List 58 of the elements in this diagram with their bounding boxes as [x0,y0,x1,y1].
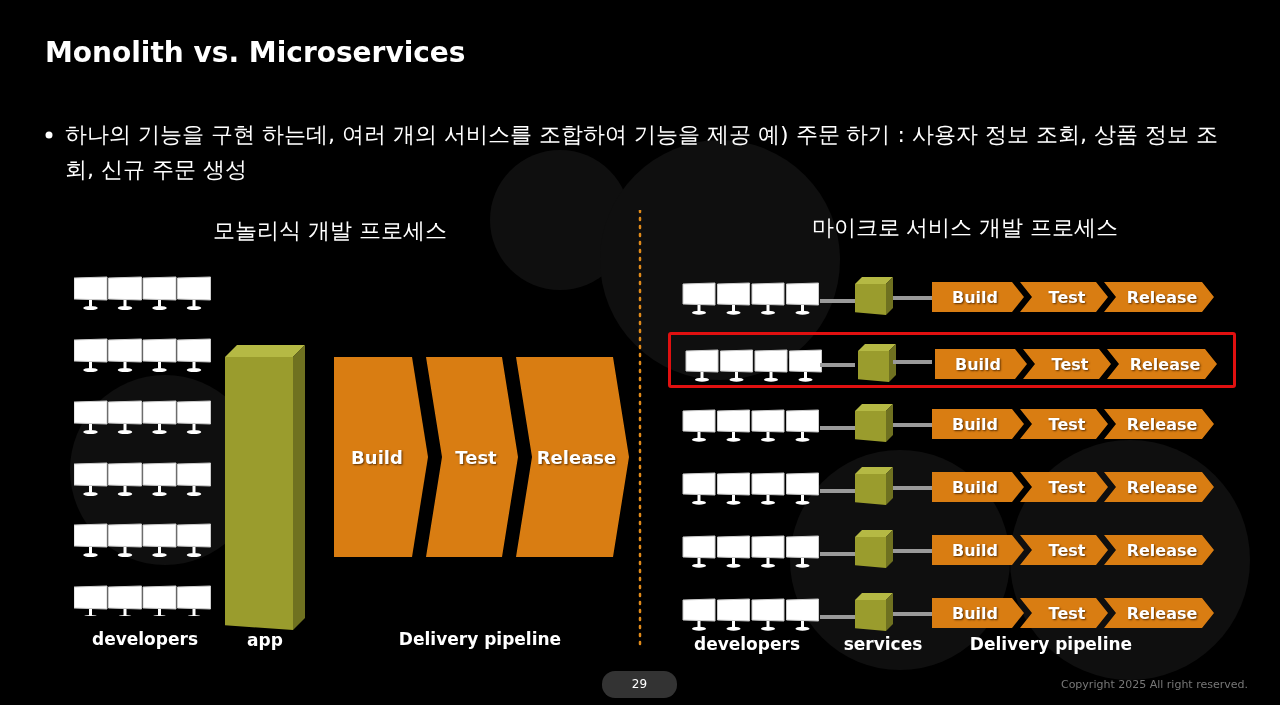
pipeline-stage: Release [1104,598,1214,628]
pipeline-stage: Test [1023,349,1111,379]
connector-line [820,363,855,367]
axis-caption: Delivery pipeline [397,629,563,649]
service-cube [855,277,893,315]
highlight-frame [668,332,1236,388]
bullet-text: 하나의 기능을 구현 하는데, 여러 개의 서비스를 조합하여 기능을 제공 예) 주문 하기 : 사용자 정보 조회, 상품 정보 조회, 신규 주문 생성 [65,121,1219,184]
pipeline-stage: Release [1104,535,1214,565]
axis-caption: app [246,630,284,650]
axis-caption: services [842,634,924,654]
pipeline-stage: Test [426,357,518,557]
connector-line [893,423,932,427]
monitors-icon [683,597,820,633]
pipeline-stage: Build [935,349,1027,379]
pipeline-stage: Build [932,282,1024,312]
service-cube [858,344,896,382]
section-heading: 모놀리식 개발 프로세스 [212,217,448,245]
pipeline-stage: Test [1020,282,1108,312]
connector-line [820,426,855,430]
service-cube [855,467,893,505]
page-number: 29 [602,671,677,698]
pipeline-stage: Test [1020,472,1108,502]
pipeline-stage: Test [1020,409,1108,439]
monitors-icon [683,534,820,570]
connector-line [820,552,855,556]
connector-line [820,615,855,619]
axis-caption: developers [91,629,199,649]
pipeline-stage: Build [932,409,1024,439]
connector-line [820,299,855,303]
pipeline-stage: Release [516,357,629,557]
section-heading: 마이크로 서비스 개발 프로세스 [810,214,1120,242]
pipeline-stage: Build [334,357,428,557]
pipeline-stage: Build [932,472,1024,502]
connector-line [893,612,932,616]
pipeline-stage: Release [1107,349,1217,379]
service-cube [855,404,893,442]
connector-line [893,360,932,364]
monitors-icon [683,471,820,507]
service-cube [855,530,893,568]
pipeline-stage: Release [1104,409,1214,439]
connector-line [893,296,932,300]
monitors-icon [686,348,823,384]
slide-title: Monolith vs. Microservices [45,36,466,69]
copyright-text: Copyright 2025 All right reserved. [1059,678,1248,691]
pipeline-stage: Build [932,535,1024,565]
monitors-icon [683,408,820,444]
pipeline-stage: Release [1104,282,1214,312]
pipeline-stage: Test [1020,598,1108,628]
connector-line [820,489,855,493]
monitors-icon [683,281,820,317]
connector-line [893,486,932,490]
pipeline-stage: Release [1104,472,1214,502]
connector-line [893,549,932,553]
app-column [225,345,305,630]
pipeline-stage: Build [932,598,1024,628]
axis-caption: developers [693,634,801,654]
axis-caption: Delivery pipeline [968,634,1134,654]
service-cube [855,593,893,631]
